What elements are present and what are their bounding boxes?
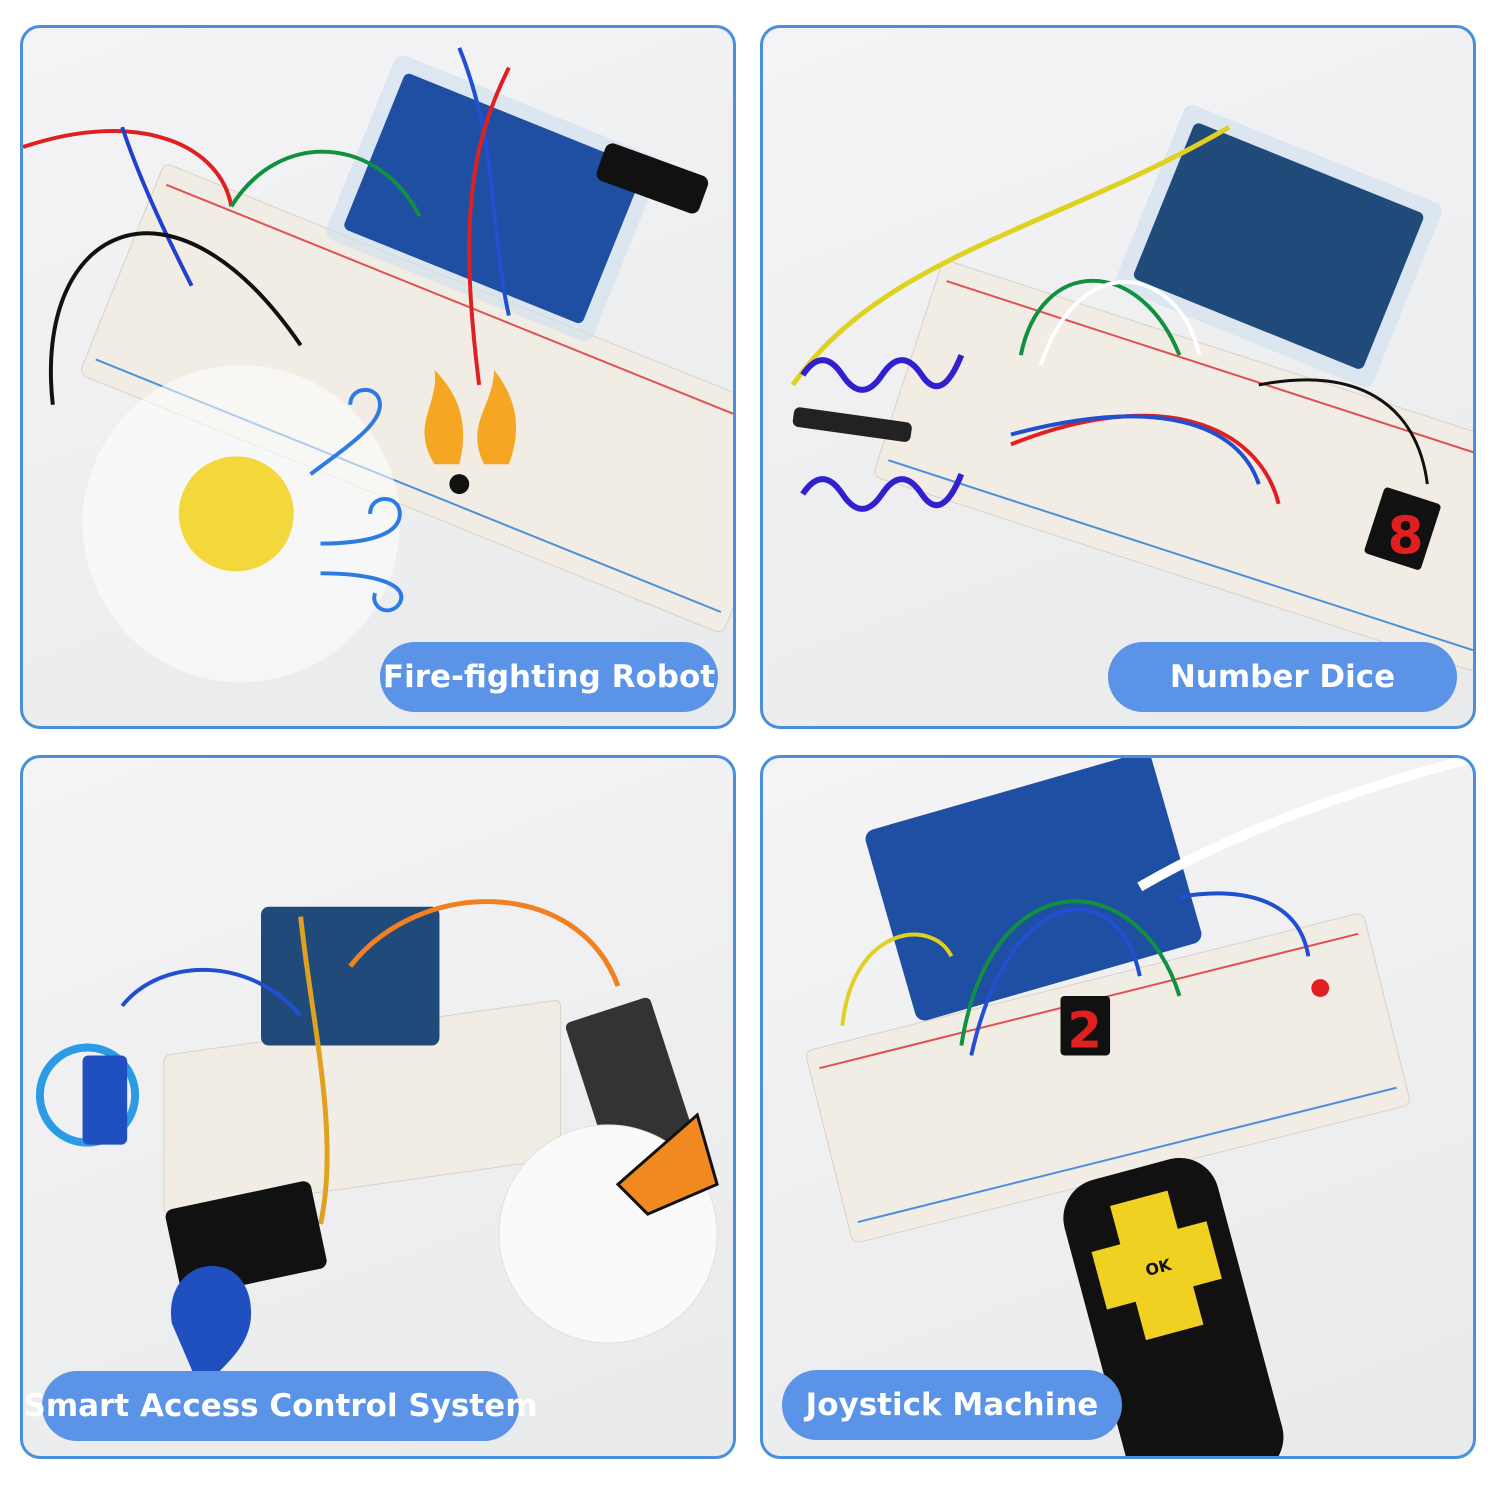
keypad-module [565, 997, 700, 1183]
rfid-tag-icon [171, 1265, 252, 1393]
number-dice-photo: 8 [790, 105, 1473, 671]
project-title: Joystick Machine [782, 1370, 1122, 1440]
joystick-machine-photo: 2 OK [806, 758, 1473, 1456]
display-digit: 8 [1388, 506, 1424, 566]
arduino-board [1115, 105, 1442, 388]
servo-rotate-icon [35, 1043, 140, 1147]
smart-access-control-photo [35, 899, 719, 1393]
project-title: Fire-fighting Robot [380, 642, 718, 712]
arduino-board [261, 906, 440, 1046]
vibration-icon [800, 354, 965, 512]
flame-icon [424, 370, 517, 465]
panel-joystick-machine: 2 OK Joystick Machine [760, 755, 1476, 1459]
fire-fighting-robot-photo [23, 47, 733, 683]
display-digit: 2 [1067, 1002, 1102, 1060]
panel-fire-fighting-robot: Fire-fighting Robot [20, 25, 736, 729]
panel-number-dice: 8 Number Dice [760, 25, 1476, 729]
project-title: Number Dice [1108, 642, 1457, 712]
seven-segment-display-icon [1060, 995, 1111, 1056]
wind-icon [309, 388, 404, 613]
megaphone-icon [615, 1112, 719, 1216]
project-title: Smart Access Control System [24, 1371, 538, 1441]
panel-smart-access-control: Smart Access Control System [20, 755, 736, 1459]
seven-segment-display-icon [1364, 487, 1441, 570]
